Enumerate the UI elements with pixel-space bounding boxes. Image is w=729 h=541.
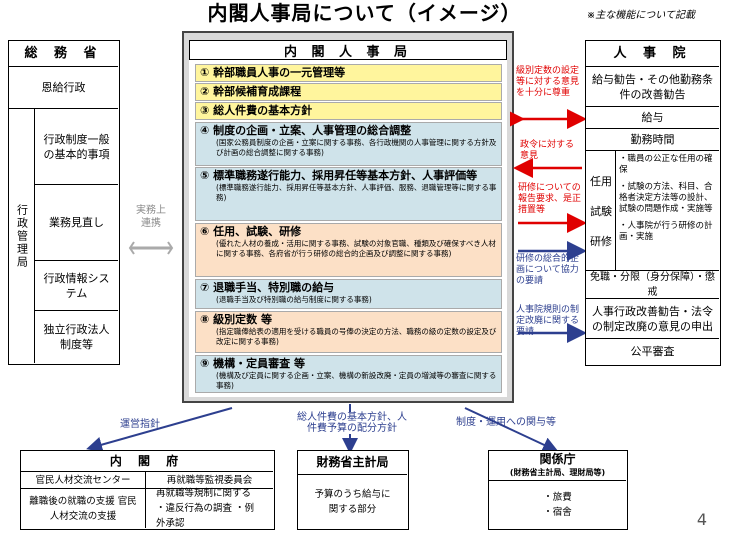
jinjiin-menshoku: 免職・分限（身分保障）・懲戒	[586, 271, 719, 299]
naikakufu-col1-head: 官民人材交流センター	[21, 472, 146, 489]
kenshu-hokoku-note: 研修についての報告要求、是正措置等	[518, 183, 582, 215]
label-shiken: 試験	[590, 205, 612, 218]
jinjiin-kouhei: 公平審査	[630, 345, 675, 358]
kankei-box: 関係庁 (財務省主計局、理財局等) ・旅費 ・宿舎	[488, 450, 628, 530]
jinjiin-kaizen: 人事行政改善勧告・法令の制定改廃の意見の申出	[586, 299, 719, 339]
jinjiin-title: 人 事 院	[586, 41, 719, 67]
item-3: ③ 総人件費の基本方針	[195, 102, 502, 120]
jinjiin-kankoku: 給与勧告・その他勤務条件の改善勧告	[586, 67, 719, 107]
item-1: ① 幹部職員人事の一元管理等	[195, 64, 502, 82]
item-6: ⑥ 任用、試験、研修 (優れた人材の養成・活用に関する事務、試験の対象官職、種類…	[195, 223, 502, 277]
naikakufu-col2-body: 再就職等規制に関する ・違反行為の調査 ・例外承認	[156, 488, 255, 529]
item-8: ⑧ 級別定数 等 (指定職俸給表の適用を受ける職員の号俸の決定の方法、職務の級の…	[195, 311, 502, 353]
seirei-note: 政令に対する意見	[520, 140, 575, 161]
soumu-title: 総 務 省	[9, 41, 118, 67]
page-number: 4	[696, 510, 707, 529]
zaimu-title: 財務省主計局	[298, 451, 407, 475]
item-7-sub: (退職手当及び特別職の給与制度に関する事務)	[216, 295, 372, 304]
item-9-sub: (機構及び定員に関する企画・立案、機構の新設改廃・定員の増減等の審査に関する事務…	[216, 371, 497, 390]
item-9: ⑨ 機構・定員審査 等 (機構及び定員に関する企画・立案、機構の新設改廃・定員の…	[195, 355, 502, 393]
item-5-title: ⑤ 標準職務遂行能力、採用昇任等基本方針、人事評価等	[200, 169, 478, 182]
soumu-cell-dokuritsu: 独立行政法人制度等	[43, 323, 110, 351]
item-7: ⑦ 退職手当、特別職の給与 (退職手当及び特別職の給与制度に関する事務)	[195, 279, 502, 309]
label-ninyo: 任用	[590, 175, 612, 188]
label-kenshu: 研修	[590, 235, 612, 248]
zaimu-body: 予算のうち給与に関する部分	[314, 488, 391, 515]
item-8-sub: (指定職俸給表の適用を受ける職員の号俸の決定の方法、職務の級の定数の設定及び改定…	[216, 327, 497, 346]
unei-arrow	[86, 407, 233, 453]
naikakufu-col2-head: 再就職等監視委員会	[146, 472, 273, 489]
naikakufu-title: 内 閣 府	[21, 451, 273, 472]
item-7-title: ⑦ 退職手当、特別職の給与	[200, 281, 335, 294]
unei-label: 運営指針	[120, 419, 160, 430]
jinjiin-kisoku-note: 人事院規則の制定改廃に関する要請	[516, 305, 580, 337]
gyousei-kanri-label: 行政管理局	[9, 109, 35, 363]
item-4-sub: (国家公務員制度の企画・立案に関する事務、各行政機関の人事管理に関する方針及び計…	[216, 138, 497, 157]
item-2: ② 幹部候補育成課程	[195, 83, 502, 101]
zaimu-box: 財務省主計局 予算のうち給与に関する部分	[297, 450, 409, 530]
kyubetsu-note: 級別定数の設定等に対する意見を十分に尊重	[516, 66, 580, 98]
item-5-sub: (標準職務遂行能力、採用昇任等基本方針、人事評価、服務、退職管理等に関する事務)	[216, 183, 497, 202]
item-4: ④ 制度の企画・立案、人事管理の総合調整 (国家公務員制度の企画・立案に関する事…	[195, 122, 502, 166]
jinjiin-kinmu: 勤務時間	[586, 129, 719, 151]
soumu-cell-joho: 行政情報システム	[35, 261, 118, 311]
soumu-cell-minaoshi: 業務見直し	[35, 185, 118, 261]
item-6-title: ⑥ 任用、試験、研修	[200, 225, 302, 238]
kankei-head: 関係庁 (財務省主計局、理財局等)	[489, 451, 626, 481]
jinjiin-sub-labels: 任用 試験 研修	[586, 151, 616, 271]
jinjiin-box: 人 事 院 給与勧告・その他勤務条件の改善勧告 給与 勤務時間 任用 試験 研修…	[585, 40, 721, 366]
item-2-title: ② 幹部候補育成課程	[200, 85, 302, 98]
item-1-title: ① 幹部職員人事の一元管理等	[200, 66, 346, 79]
kankei-subtitle: (財務省主計局、理財局等)	[509, 468, 606, 477]
item-4-title: ④ 制度の企画・立案、人事管理の総合調整	[200, 124, 412, 137]
soumu-cell-seido: 行政制度一般の基本的事項	[35, 109, 118, 185]
kankei-body: ・旅費 ・宿舎	[543, 491, 572, 518]
note-text: ※主な機能について記載	[586, 10, 695, 21]
kankei-label: 制度・運用への関与等	[456, 417, 556, 428]
gyousei-kanri-text: 行政管理局	[15, 203, 29, 269]
jinjiin-kyuyo: 給与	[586, 107, 719, 129]
naikakufu-box: 内 閣 府 官民人材交流センター 再就職等監視委員会 離職後の就職の支援 官民人…	[20, 450, 275, 530]
connector-arrows	[510, 109, 587, 343]
naikakufu-col1-body: 離職後の就職の支援 官民人材交流の支援	[21, 489, 146, 528]
item-9-title: ⑨ 機構・定員審査 等	[200, 357, 305, 370]
item-5: ⑤ 標準職務遂行能力、採用昇任等基本方針、人事評価等 (標準職務遂行能力、採用昇…	[195, 167, 502, 221]
soumu-onkyuu: 恩給行政	[9, 67, 118, 109]
jinjiin-sub-items: ・職員の公正な任用の確保 ・試験の方法、科目、合格者決定方法等の設計、試験の問題…	[616, 151, 719, 271]
item-8-title: ⑧ 級別定数 等	[200, 313, 272, 326]
soumu-box: 総 務 省 恩給行政 行政管理局 行政制度一般の基本的事項 業務見直し 行政情報…	[8, 40, 120, 365]
jitsumu-label: 実務上連携	[136, 205, 166, 229]
sub-item-2: ・試験の方法、科目、合格者決定方法等の設計、試験の問題作成・実施等	[619, 182, 713, 214]
kenshu-kikaku-note: 研修の総合的企画について協力の要請	[516, 254, 580, 286]
item-3-title: ③ 総人件費の基本方針	[200, 104, 313, 117]
kankei-title: 関係庁	[539, 452, 576, 466]
jitsumu-arrow-icon	[128, 241, 174, 255]
kankei-arrow	[464, 407, 559, 453]
zaimu-label: 総人件費の基本方針、人件費予算の配分方針	[296, 412, 408, 434]
page-title: 内閣人事局について（イメージ）	[207, 1, 522, 25]
sub-item-3: ・人事院が行う研修の計画・実施	[619, 221, 713, 242]
item-6-sub: (優れた人材の養成・活用に関する事務、試験の対象官職、種類及び確保すべき人材に関…	[216, 239, 496, 258]
center-title: 内 閣 人 事 局	[189, 40, 507, 60]
jitsumu-renkei: 実務上連携	[126, 202, 176, 272]
sub-item-1: ・職員の公正な任用の確保	[619, 154, 713, 175]
